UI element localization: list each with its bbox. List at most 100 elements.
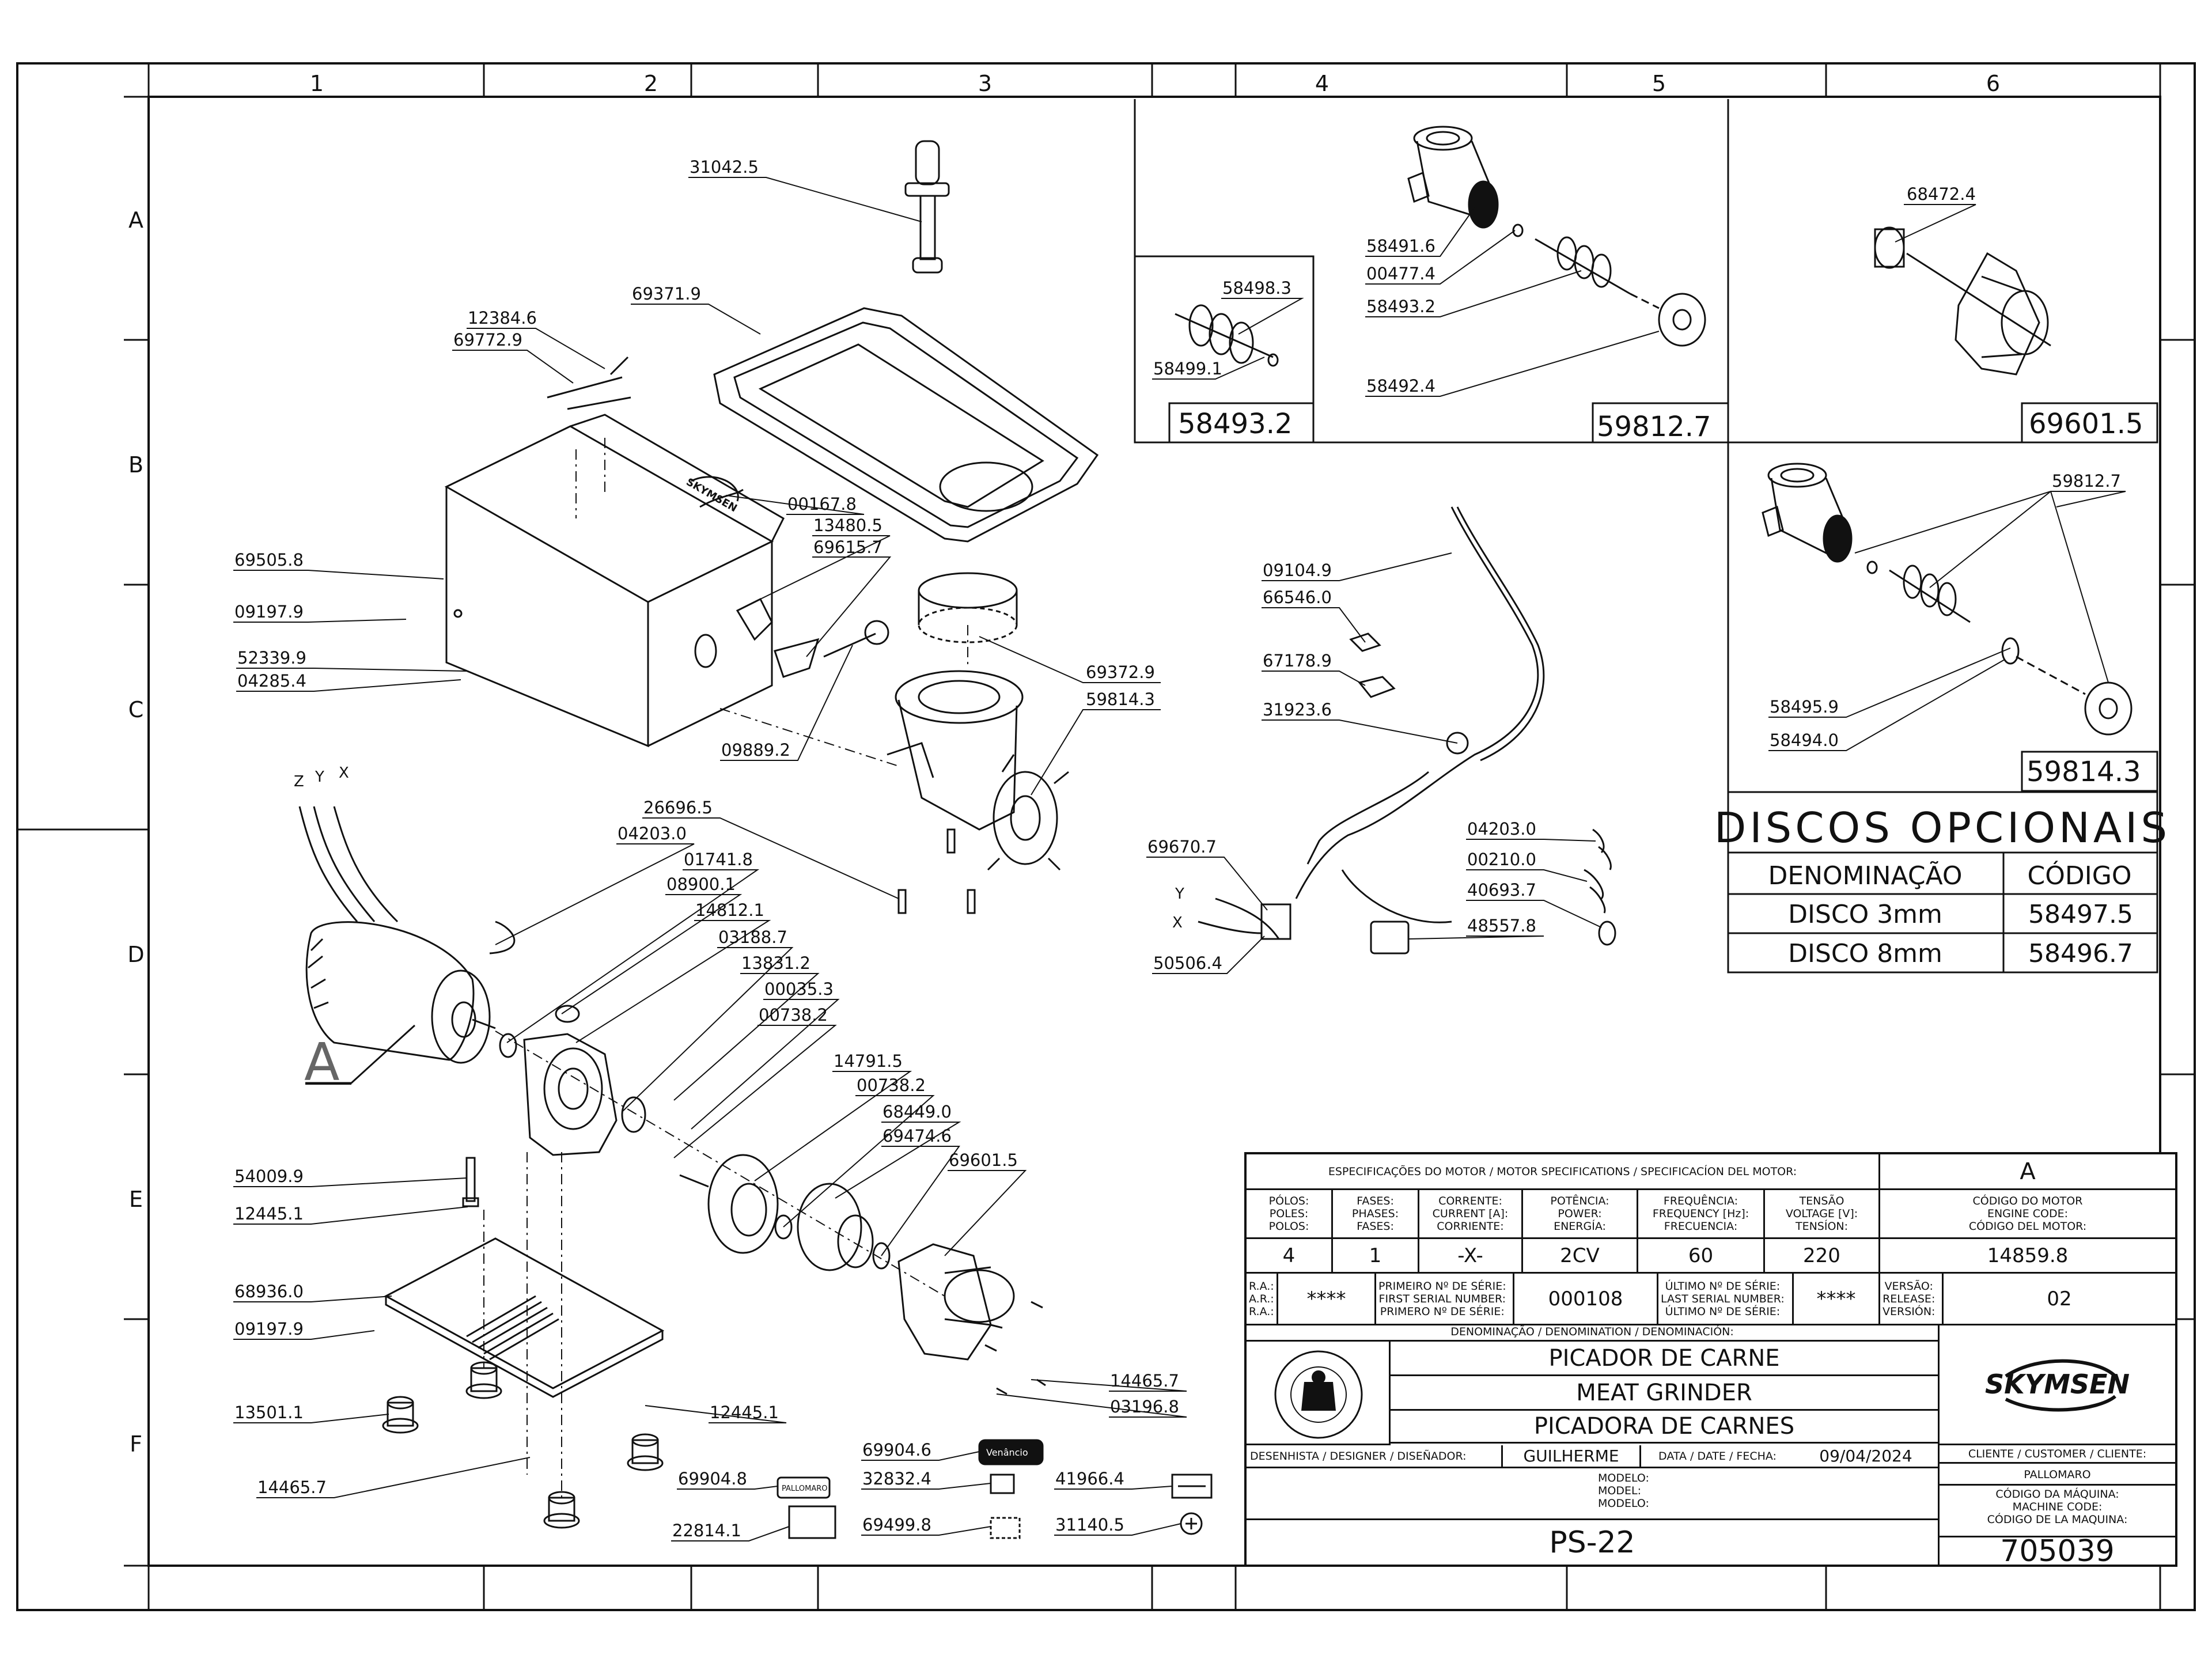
wire-label: X [339,764,349,782]
brand-logo-swirl [2004,1359,2116,1411]
spec-value-current: -X- [1419,1239,1523,1272]
wire-04203-part [489,921,516,955]
part-label: 69772.9 [453,330,522,350]
column-label: 5 [1652,71,1666,96]
brand-logo: SKYMSEN [1985,1369,2130,1400]
part-label: 01741.8 [684,850,753,869]
column-label: 4 [1315,71,1329,96]
spec-value-voltage: 220 [1765,1239,1880,1272]
part-label: 40693.7 [1467,880,1536,900]
gearbox-part [523,1033,618,1156]
detail-title: 59812.7 [1597,411,1711,443]
part-label: 52339.9 [237,648,306,668]
part-label: 69499.8 [862,1515,931,1535]
version: 02 [2047,1287,2072,1310]
outer-frame [16,62,2196,1611]
seal-box [1247,1342,1391,1445]
first-serial: 000108 [1514,1274,1658,1324]
part-label: 68936.0 [234,1282,304,1301]
disc-code: 58496.7 [2028,939,2133,968]
part-label: 08900.1 [666,874,736,894]
part-label: 69372.9 [1086,662,1155,682]
inner-frame [147,96,2161,1567]
part-label: 59812.7 [2052,471,2121,491]
pallomaro-label: PALLOMARO [782,1484,828,1493]
discs-title: DISCOS OPCIONAIS [1714,804,2171,852]
cover-logo-swirl [691,476,744,508]
denomination-label: DENOMINAÇÃO / DENOMINATION / DENOMINACIÓ… [1247,1325,1938,1342]
spec-label-voltage: TENSÃO VOLTAGE [V]: TENSÍON: [1765,1190,1880,1237]
electrical-parts [1198,506,1616,955]
pallomaro-label-shape [777,1476,831,1499]
callout-labels: 31042.5 69371.9 12384.6 69772.9 00167.8 … [234,157,2121,1540]
part-label: 13480.5 [813,516,882,535]
part-label: 69601.5 [949,1150,1018,1170]
part-label: 31140.5 [1055,1515,1124,1535]
part-label: 03196.8 [1110,1397,1179,1416]
part-label: 69474.6 [882,1126,952,1146]
part-label: 48557.8 [1467,916,1536,935]
client: PALLOMARO [1938,1464,2175,1486]
spec-label-phases: FASES: PHASES: FASES: [1333,1190,1419,1237]
ra-label: R.A.: A.R.: R.A.: [1247,1274,1278,1324]
part-label: 04203.0 [1467,819,1536,839]
part-label: 00210.0 [1467,850,1536,869]
part-label: 04285.4 [237,671,306,691]
part-label: 58498.3 [1222,278,1291,298]
product-name-es: PICADORA DE CARNES [1391,1411,1938,1444]
part-label: 67178.9 [1263,651,1332,671]
row-ticks [124,96,2195,1567]
date: 09/04/2024 [1819,1446,1912,1465]
spec-label-power: POTÊNCIA: POWER: ENERGÍA: [1523,1190,1638,1237]
row-label: A [128,207,143,233]
part-label: 12445.1 [710,1403,779,1422]
part-label: 69904.8 [678,1469,747,1488]
part-label: 14465.7 [1110,1371,1179,1391]
designer-label: DESENHISTA / DESIGNER / DISEÑADOR: [1247,1445,1503,1467]
part-label: 09197.9 [234,1319,304,1339]
pusher-part [904,140,950,274]
feet-part [382,1361,664,1529]
date-label: DATA / DATE / FECHA: [1658,1449,1777,1463]
motor-housing-part [444,356,785,748]
spec-value-power: 2CV [1523,1239,1638,1272]
flange-part [897,1243,1015,1361]
part-label: 31042.5 [690,157,759,177]
product-name-pt: PICADOR DE CARNE [1391,1342,1938,1376]
column-label: 6 [1986,71,2000,96]
detail-title: 59814.3 [2027,756,2141,788]
view-label-a: A [304,1032,340,1093]
part-label: 03188.7 [718,927,787,947]
part-label: 00167.8 [787,494,857,514]
engine-code-label: CÓDIGO DO MOTOR ENGINE CODE: CÓDIGO DEL … [1968,1195,2087,1233]
part-label: 41966.4 [1055,1469,1124,1488]
revision-letter: A [2020,1158,2036,1185]
part-label: 66546.0 [1263,588,1332,607]
first-serial-label: PRIMEIRO Nº DE SÉRIE: FIRST SERIAL NUMBE… [1376,1274,1514,1324]
part-illustrations [298,126,2133,1539]
title-block: ESPECIFICAÇÕES DO MOTOR / MOTOR SPECIFIC… [1244,1152,2177,1569]
gear-14791-part [679,1154,779,1254]
row-label: C [128,697,144,722]
product-name-en: MEAT GRINDER [1391,1376,1938,1411]
column-label: 3 [978,71,992,96]
row-label: F [130,1431,142,1457]
product-names: PICADOR DE CARNE MEAT GRINDER PICADORA D… [1391,1342,1938,1445]
part-label: 00738.2 [857,1075,926,1095]
grinder-unit-5981b-part [1762,463,2133,736]
grinder-head-part [887,670,1069,871]
spec-label-poles: PÓLOS: POLES: POLOS: [1247,1190,1333,1237]
engine-code: 14859.8 [1987,1244,2069,1267]
column-label: 2 [644,71,658,96]
detail-titles: 58493.2 59812.7 69601.5 59814.3 [1178,408,2143,788]
part-label: 12384.6 [468,308,537,328]
part-label: 31923.6 [1263,700,1332,719]
part-label: 26696.5 [643,798,713,817]
part-label: 58492.4 [1366,376,1435,396]
wire-label: Y [315,768,324,786]
part-label: 14791.5 [834,1051,903,1071]
part-label: 12445.1 [234,1204,304,1224]
part-label: 09197.9 [234,602,304,622]
designer: GUILHERME [1503,1445,1641,1467]
